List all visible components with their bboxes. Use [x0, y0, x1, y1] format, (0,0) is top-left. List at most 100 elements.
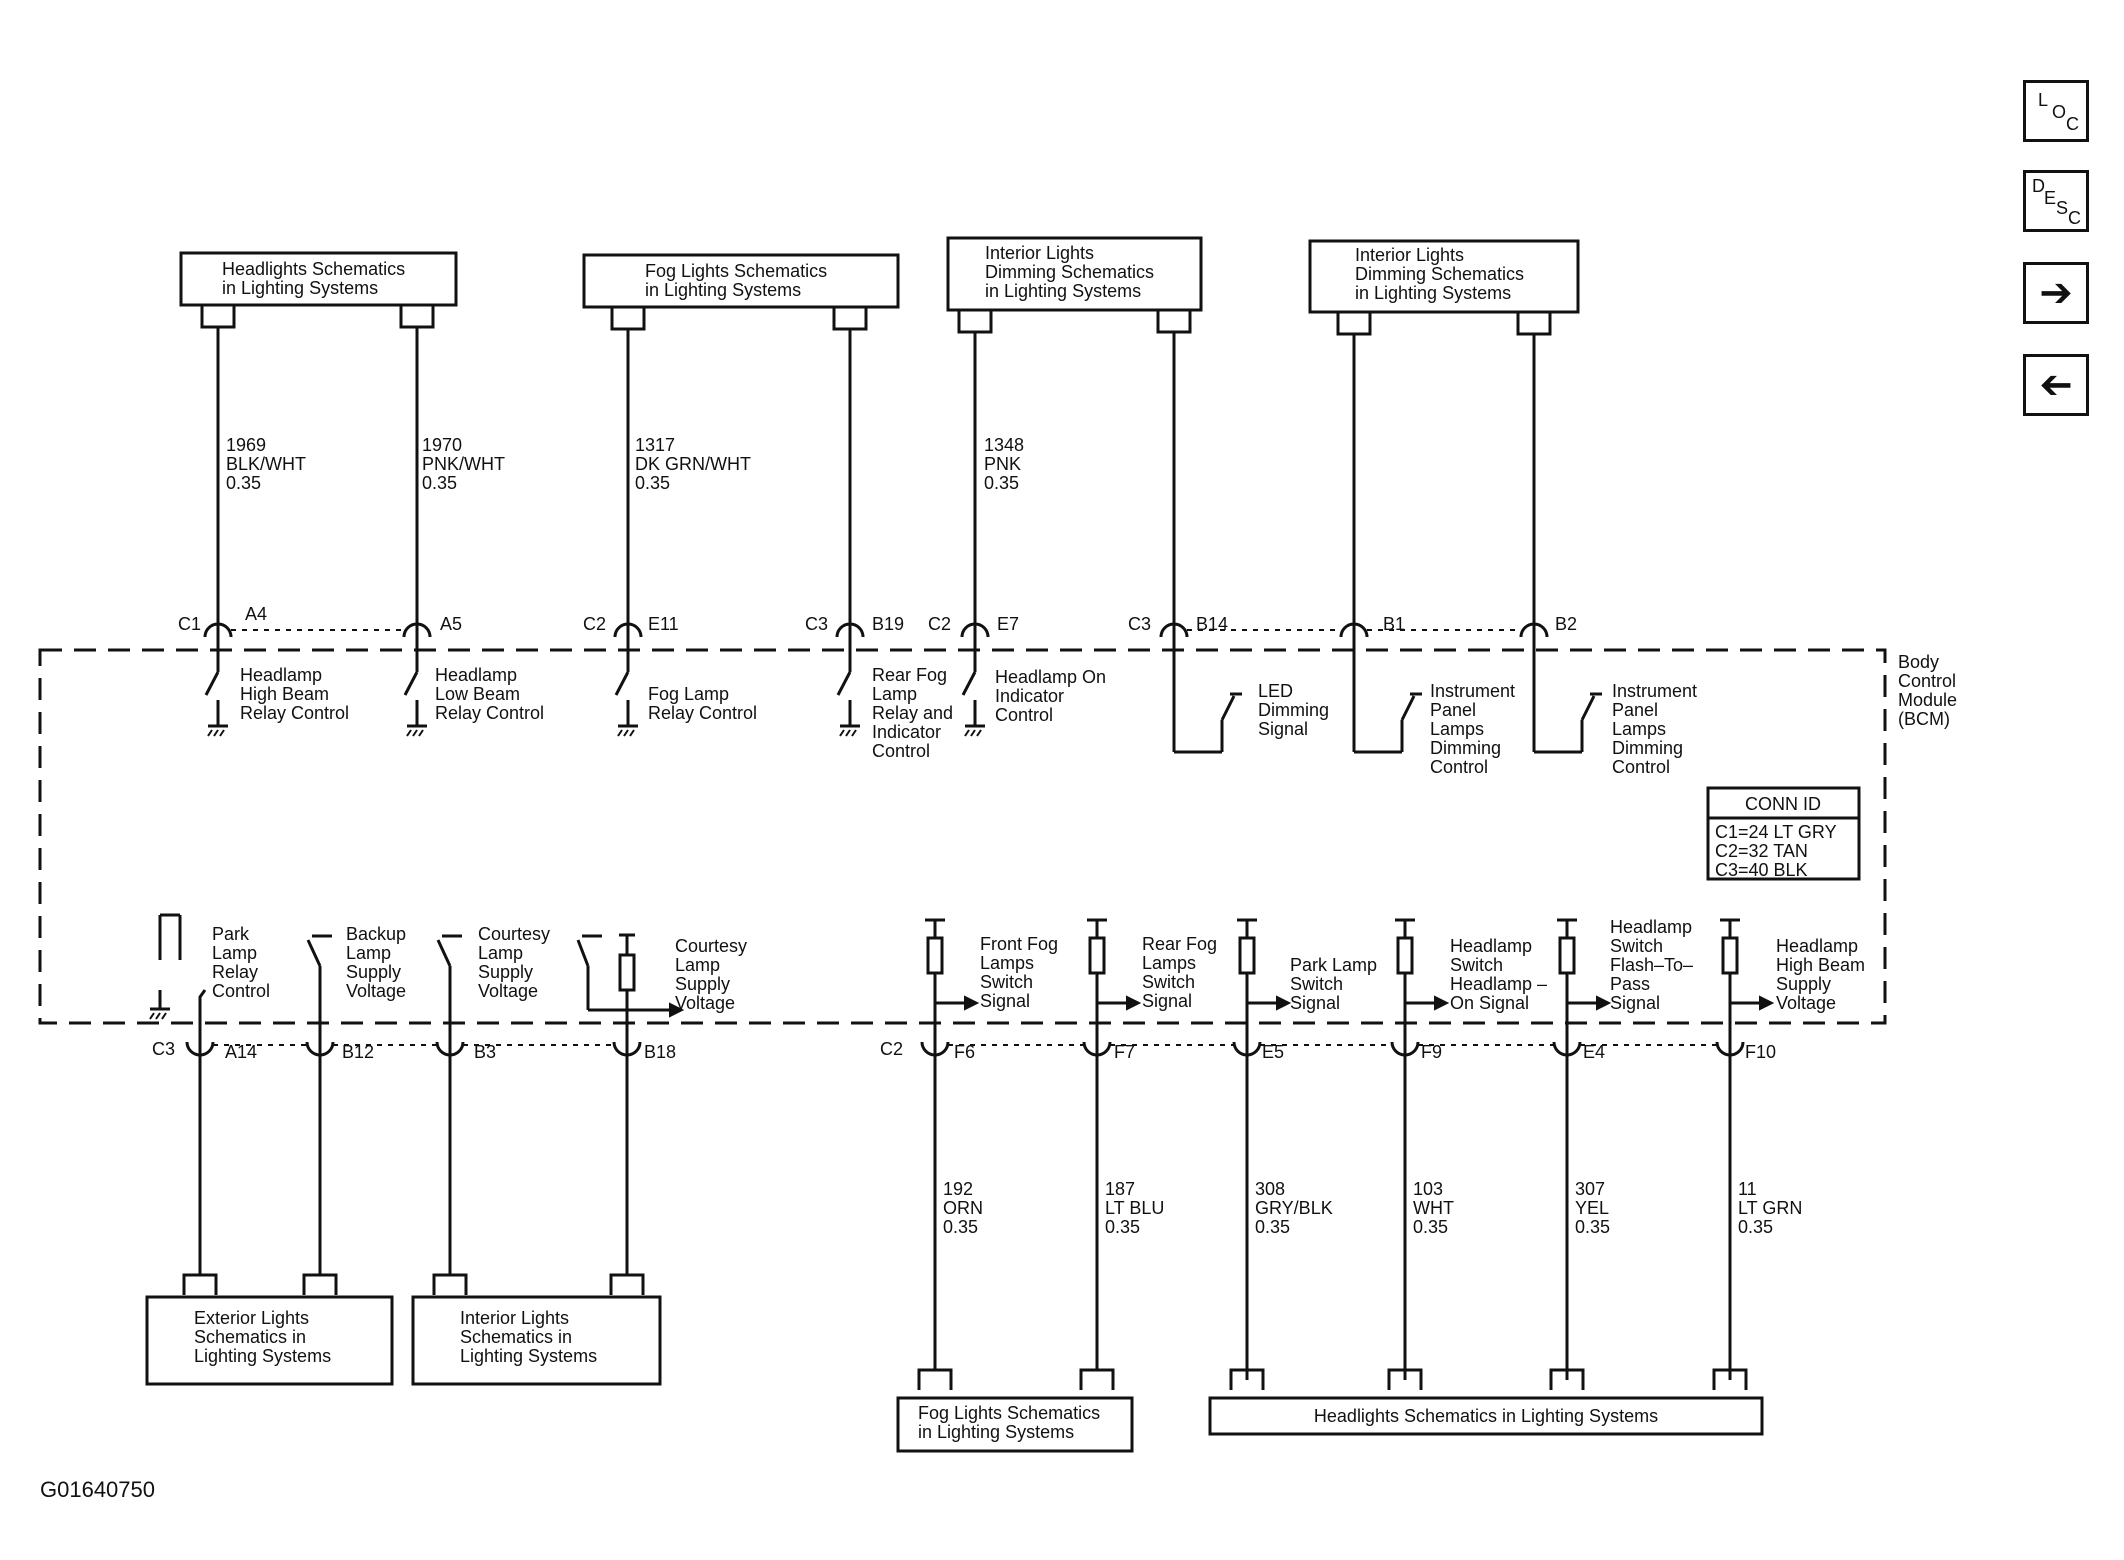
next-page-button[interactable]: ➔ [2023, 262, 2089, 324]
circuit-function: Voltage [1776, 993, 1836, 1013]
wire-callout: DK GRN/WHT [635, 454, 751, 474]
nav-letter: L [2038, 90, 2049, 110]
ref-box-top [582, 253, 900, 309]
switch [576, 939, 590, 967]
wire-callout: LT BLU [1105, 1198, 1164, 1218]
ground-symbol [161, 1012, 167, 1020]
wire-callout: 0.35 [1575, 1217, 1610, 1237]
wire-callout: 187 [1105, 1179, 1135, 1199]
nav-letter: C [2066, 114, 2079, 134]
connector-id: C3 [805, 614, 828, 634]
pin-id: B12 [342, 1042, 374, 1062]
pin-id: E7 [997, 614, 1019, 634]
circuit-function: Headlamp [1610, 917, 1692, 937]
pin-id: B19 [872, 614, 904, 634]
wire-callout: LT GRN [1738, 1198, 1802, 1218]
ref-box-label: Fog Lights Schematics [645, 261, 827, 281]
circuit-function: Switch [1610, 936, 1663, 956]
conn-id-header [1706, 786, 1861, 820]
circuit-function: Panel [1612, 700, 1658, 720]
ref-box-label: Interior Lights [460, 1308, 569, 1328]
wire-callout: WHT [1413, 1198, 1454, 1218]
connector-stub [1079, 1368, 1115, 1390]
circuit-function: Signal [1610, 993, 1660, 1013]
ref-box-label: Schematics in [460, 1327, 572, 1347]
pin-id: E4 [1583, 1042, 1605, 1062]
conn-id-body [1706, 816, 1861, 881]
switch [1580, 695, 1596, 721]
ground-symbol [617, 729, 623, 737]
circuit-function: Backup [346, 924, 406, 944]
connector-id: C2 [880, 1039, 903, 1059]
arrow-head [1126, 995, 1142, 1011]
wire-callout: GRY/BLK [1255, 1198, 1333, 1218]
pin-id: F7 [1114, 1042, 1135, 1062]
ref-box-top [946, 236, 1203, 312]
ref-box-bottom [1208, 1396, 1764, 1436]
switch [836, 671, 852, 696]
ground-symbol [406, 729, 412, 737]
circuit-function: Relay Control [435, 703, 544, 723]
ground-symbol [976, 729, 982, 737]
ref-box-label: Schematics in [194, 1327, 306, 1347]
circuit-function: On Signal [1450, 993, 1529, 1013]
circuit-function: Lamps [980, 953, 1034, 973]
circuit-function: Headlamp [1776, 936, 1858, 956]
ground-symbol [155, 1012, 161, 1020]
connector-stub [302, 1273, 338, 1295]
nav-letter: D [2032, 176, 2045, 196]
ref-box-top [1308, 239, 1580, 314]
connector-stub [1336, 312, 1372, 336]
connector-stub [832, 307, 868, 331]
circuit-function: Park [212, 924, 250, 944]
ref-box-label: in Lighting Systems [1355, 283, 1511, 303]
circuit-function: Lamps [1430, 719, 1484, 739]
wire-callout: 308 [1255, 1179, 1285, 1199]
ref-box-label: Interior Lights [1355, 245, 1464, 265]
circuit-function: Signal [980, 991, 1030, 1011]
wire-callout: 192 [943, 1179, 973, 1199]
circuit-function: Low Beam [435, 684, 520, 704]
circuit-function: LED [1258, 681, 1293, 701]
pin-id: E11 [648, 614, 679, 634]
ref-box-bottom [411, 1295, 662, 1386]
pin-id: B1 [1383, 614, 1405, 634]
circuit-function: Lamp [872, 684, 917, 704]
circuit-function: Courtesy [478, 924, 550, 944]
ground-symbol [623, 729, 629, 737]
circuit-function: Courtesy [675, 936, 747, 956]
pin-id: B18 [644, 1042, 676, 1062]
circuit-function: Control [1430, 757, 1488, 777]
resistor-symbol [926, 936, 944, 975]
prev-page-button[interactable]: ➔ [2023, 354, 2089, 416]
circuit-function: Switch [980, 972, 1033, 992]
switch [306, 939, 322, 967]
arrow-head [964, 995, 980, 1011]
switch [403, 671, 419, 696]
arrow-head [1759, 995, 1775, 1011]
circuit-function: Panel [1430, 700, 1476, 720]
wire-callout: BLK/WHT [226, 454, 306, 474]
ground-symbol [149, 1012, 155, 1020]
connector-stub [182, 1273, 218, 1295]
pin-id: B3 [474, 1042, 496, 1062]
wire-callout: PNK [984, 454, 1021, 474]
connector-stub [1229, 1368, 1265, 1390]
circuit-function: Headlamp On [995, 667, 1106, 687]
circuit-function: Control [995, 705, 1053, 725]
fuse-symbol [618, 953, 636, 992]
circuit-function: Front Fog [980, 934, 1058, 954]
circuit-function: Headlamp [1450, 936, 1532, 956]
circuit-function: Dimming [1258, 700, 1329, 720]
resistor-symbol [1238, 936, 1256, 975]
wire-callout: 11 [1738, 1179, 1757, 1199]
circuit-function: Relay Control [648, 703, 757, 723]
circuit-function: Headlamp [435, 665, 517, 685]
ground-symbol [207, 729, 213, 737]
wire-callout: 103 [1413, 1179, 1443, 1199]
circuit-function: Rear Fog [1142, 934, 1217, 954]
circuit-function: Supply [346, 962, 401, 982]
connector-stub [1387, 1368, 1423, 1390]
